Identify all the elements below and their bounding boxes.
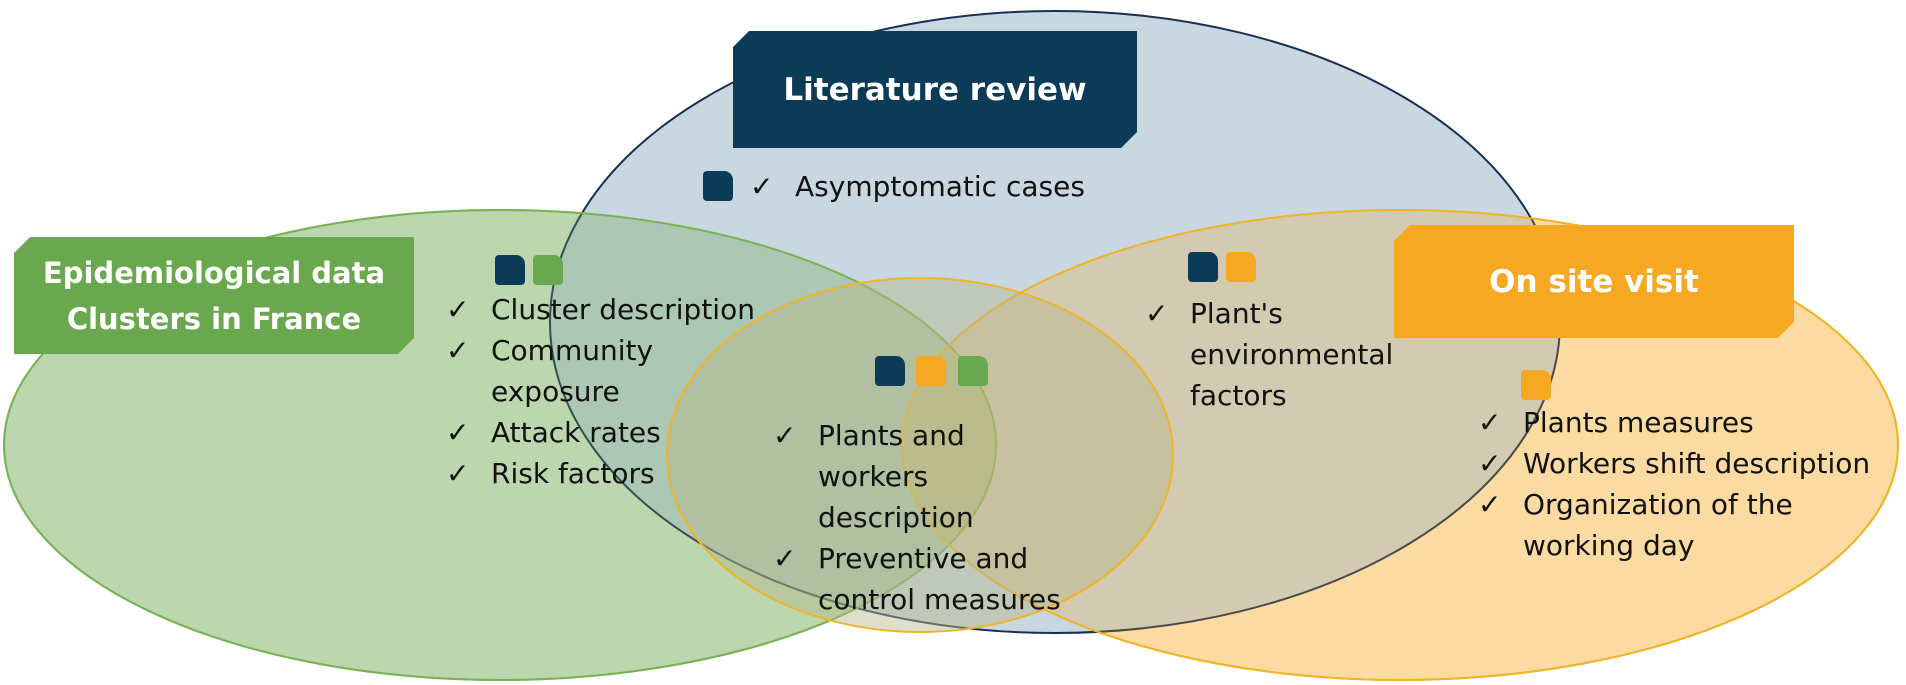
list-item: ✓Preventive and control measures — [771, 538, 1068, 620]
check-icon: ✓ — [446, 334, 470, 367]
check-icon: ✓ — [446, 416, 470, 449]
check-icon: ✓ — [1478, 488, 1502, 521]
list-item: ✓Organization of the working day — [1476, 484, 1853, 566]
epidemiological-marker — [533, 255, 563, 285]
on-site-visit-title: On site visit — [1489, 263, 1699, 300]
check-icon: ✓ — [1478, 406, 1502, 439]
literature-review-title: Literature review — [783, 71, 1087, 108]
epidemiological-title-line2: Clusters in France — [66, 301, 362, 336]
literature-only-list: ✓Asymptomatic cases — [748, 166, 1148, 207]
check-icon: ✓ — [750, 170, 774, 203]
literature-marker — [875, 356, 905, 386]
onsite-marker — [916, 356, 946, 386]
list-item: ✓Community exposure — [444, 330, 671, 412]
onsite-marker — [1521, 370, 1551, 400]
literature-review-banner: Literature review — [733, 31, 1137, 148]
literature-epidemiological-list: ✓Cluster description ✓Community exposure… — [444, 289, 774, 494]
check-icon: ✓ — [446, 293, 470, 326]
list-item: ✓Plant's environmental factors — [1143, 293, 1393, 416]
check-icon: ✓ — [1478, 447, 1502, 480]
all-three-list: ✓Plants and workers description ✓Prevent… — [771, 415, 1081, 620]
list-item: ✓Workers shift description — [1476, 443, 1896, 484]
check-icon: ✓ — [773, 542, 797, 575]
on-site-visit-banner: On site visit — [1394, 225, 1794, 338]
literature-marker — [703, 171, 733, 201]
center-ellipse — [666, 277, 1174, 633]
check-icon: ✓ — [1145, 297, 1169, 330]
list-item: ✓Plants measures — [1476, 402, 1896, 443]
check-icon: ✓ — [446, 457, 470, 490]
check-icon: ✓ — [773, 419, 797, 452]
literature-marker — [495, 255, 525, 285]
list-item: ✓Asymptomatic cases — [748, 166, 1148, 207]
list-item: ✓Risk factors — [444, 453, 774, 494]
literature-marker — [1188, 252, 1218, 282]
list-item: ✓Attack rates — [444, 412, 774, 453]
epidemiological-marker — [958, 356, 988, 386]
list-item: ✓Plants and workers description — [771, 415, 1081, 538]
epidemiological-data-banner: Epidemiological data Clusters in France — [14, 237, 414, 354]
epidemiological-title-line1: Epidemiological data — [42, 255, 386, 290]
literature-onsite-list: ✓Plant's environmental factors — [1143, 293, 1393, 416]
onsite-only-list: ✓Plants measures ✓Workers shift descript… — [1476, 402, 1896, 566]
list-item: ✓Cluster description — [444, 289, 774, 330]
onsite-marker — [1226, 252, 1256, 282]
